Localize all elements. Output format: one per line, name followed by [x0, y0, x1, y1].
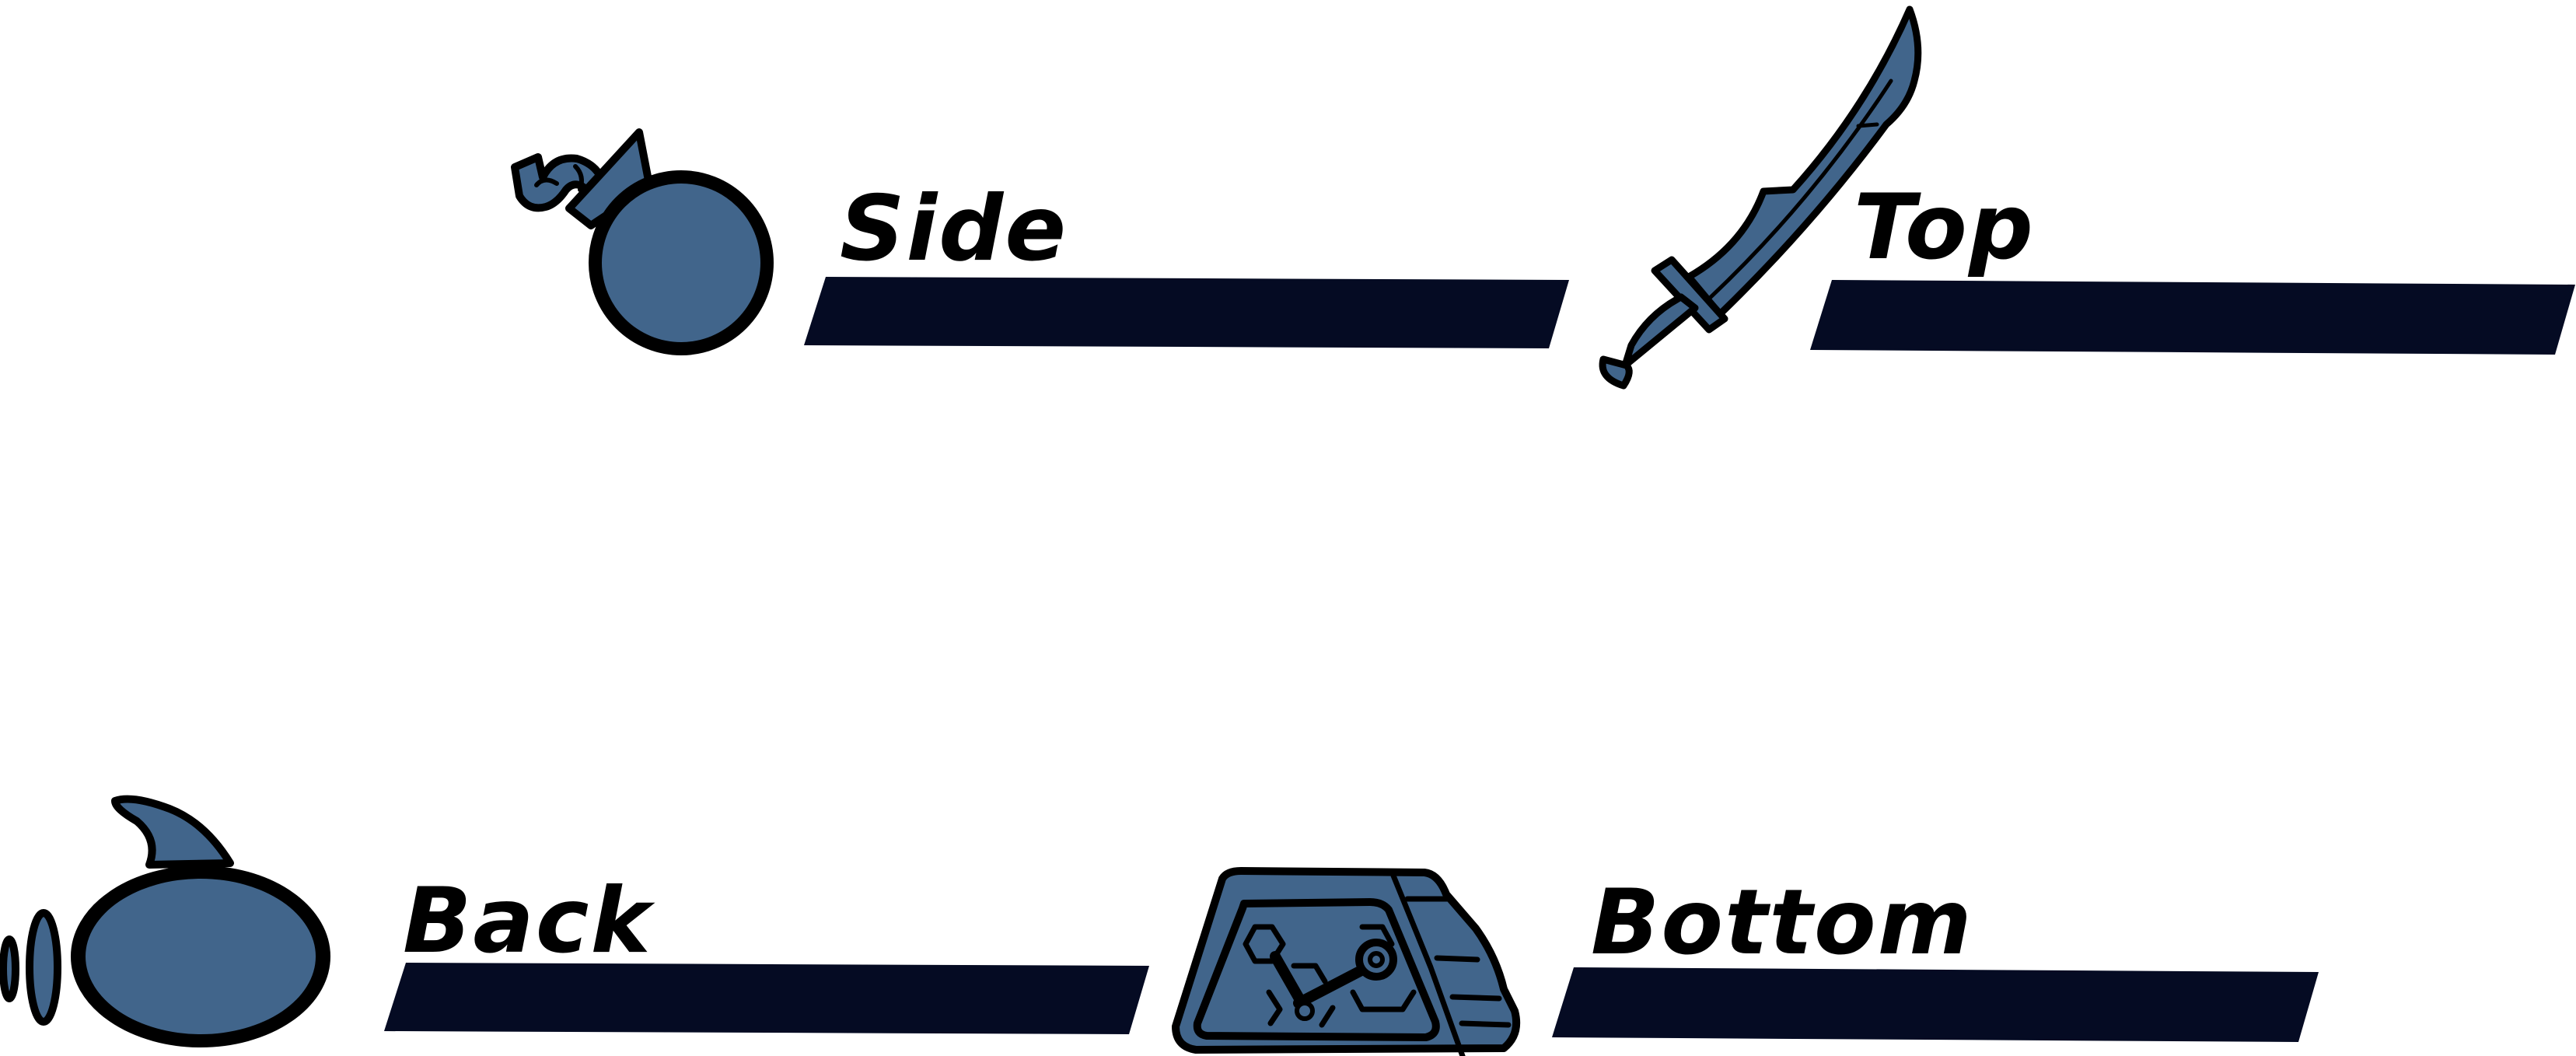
- sword-icon: [1599, 5, 1922, 390]
- slot-bar-bottom[interactable]: [1552, 967, 2319, 1042]
- slot-label-top: Top: [1854, 175, 2035, 280]
- slot-top[interactable]: Top: [1599, 5, 2575, 390]
- slot-bar-side[interactable]: [804, 277, 1569, 348]
- slot-bottom[interactable]: Bottom: [1172, 867, 2319, 1056]
- slot-label-side: Side: [840, 177, 1068, 281]
- bomb-icon: [511, 128, 774, 355]
- slot-label-bottom: Bottom: [1591, 870, 1973, 975]
- slot-back[interactable]: Back: [0, 795, 1149, 1047]
- slot-bar-back[interactable]: [384, 963, 1149, 1034]
- tank-treads-icon: [1172, 867, 1521, 1056]
- slot-bar-top[interactable]: [1810, 280, 2575, 355]
- slot-side[interactable]: Side: [511, 128, 1569, 355]
- slot-label-back: Back: [403, 869, 655, 974]
- shark-fin-icon: [0, 795, 330, 1047]
